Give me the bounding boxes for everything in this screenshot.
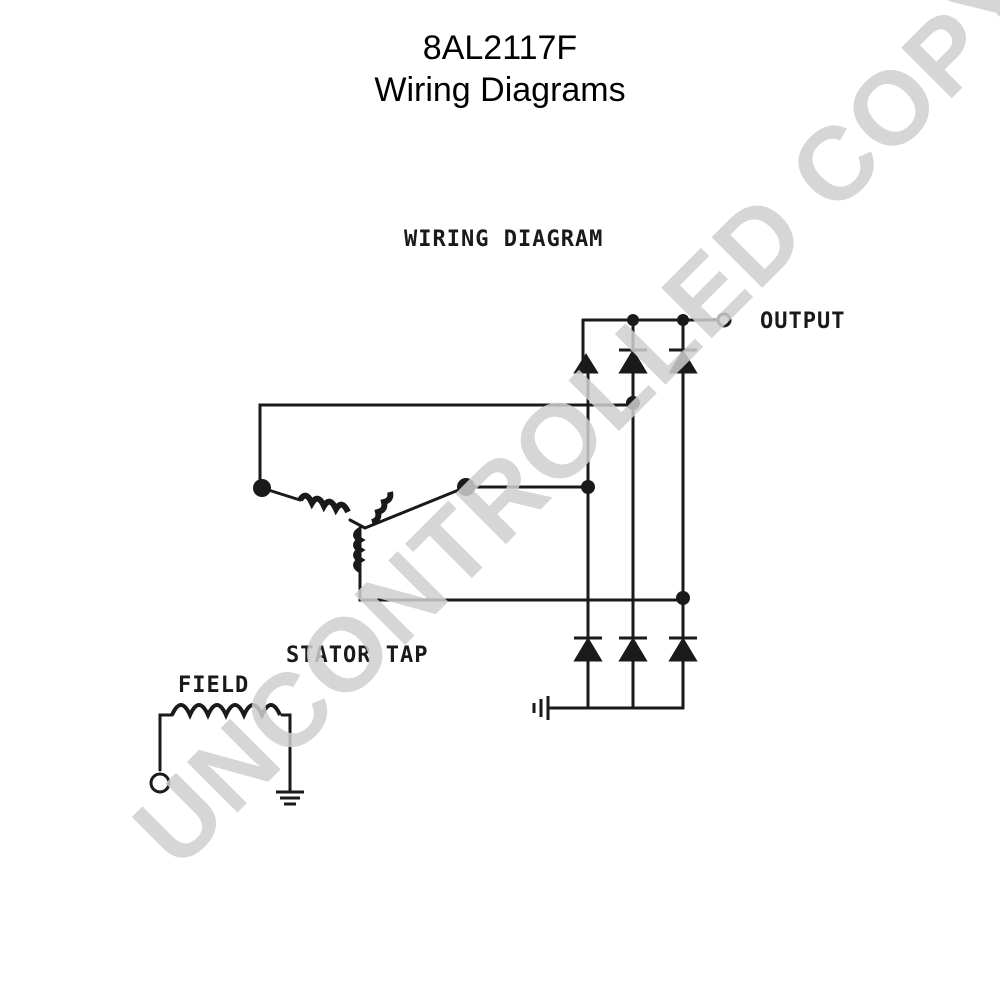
page-subtitle: Wiring Diagrams	[374, 71, 626, 109]
diode-positive-c	[668, 348, 698, 374]
stator-terminal-dot	[457, 478, 475, 496]
diode-negative-b	[618, 636, 648, 662]
junction-dot	[676, 591, 690, 605]
field-wire-left	[158, 713, 174, 772]
stator-terminal-dot	[253, 479, 271, 497]
output-label: OUTPUT	[760, 309, 845, 334]
star-lead-left-inner	[348, 518, 367, 530]
watermark-text: UNCONTROLLED COPY	[112, 0, 1000, 888]
field-coil	[170, 703, 282, 720]
junction-dot	[581, 480, 595, 494]
diode-positive-a	[573, 353, 599, 374]
field-ground-icon	[276, 790, 304, 806]
page-header: 8AL2117F Wiring Diagrams	[0, 28, 1000, 112]
field-wire-right	[280, 713, 292, 787]
diode-negative-c	[668, 636, 698, 662]
field-label: FIELD	[178, 673, 249, 698]
diode-negative-a	[573, 636, 603, 662]
stator-windings	[297, 491, 394, 573]
diode-positive-b	[618, 348, 648, 374]
junction-dot	[677, 314, 689, 326]
winding-left	[297, 492, 351, 516]
stator-wire-top	[258, 403, 635, 492]
chassis-ground-icon	[532, 696, 550, 720]
winding-right	[371, 491, 394, 525]
junction-dot	[626, 396, 640, 410]
winding-bottom	[353, 527, 366, 573]
output-terminal-icon	[716, 312, 732, 328]
part-number: 8AL2117F	[422, 29, 578, 67]
field-terminal-icon	[149, 772, 171, 794]
stator-tap-label: STATOR TAP	[286, 643, 428, 668]
star-lead-right	[363, 485, 468, 530]
diagram-title: WIRING DIAGRAM	[404, 227, 603, 252]
diodes	[573, 348, 698, 662]
junction-dots	[253, 314, 690, 605]
junction-dot	[627, 314, 639, 326]
